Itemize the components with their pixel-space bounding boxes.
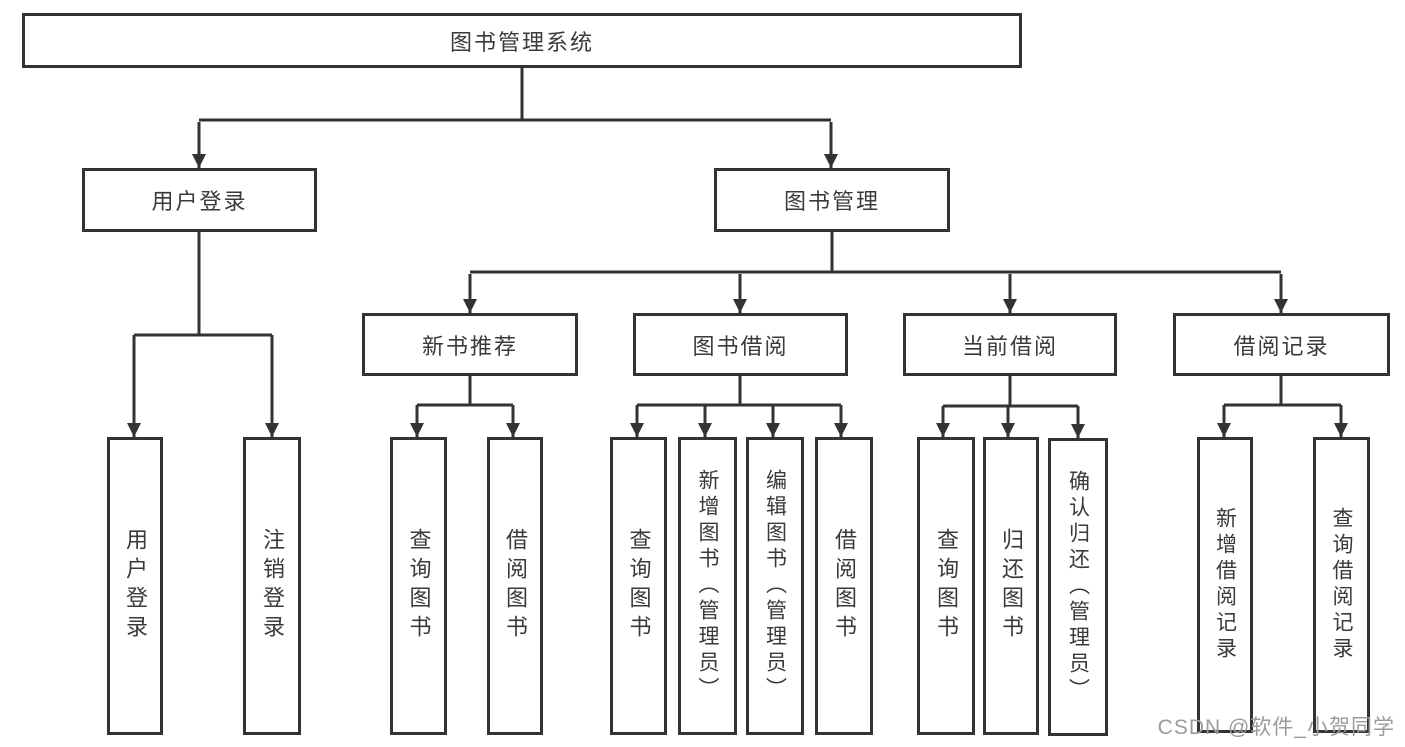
node-current-borrow: 当前借阅: [903, 313, 1117, 376]
leaf-query-books-cb: 查询图书: [917, 437, 975, 735]
leaf-logout: 注销登录: [243, 437, 301, 735]
node-new-book-recommend: 新书推荐: [362, 313, 578, 376]
node-root-library-system: 图书管理系统: [22, 13, 1022, 68]
node-book-management: 图书管理: [714, 168, 950, 232]
leaf-return-books: 归还图书: [983, 437, 1039, 735]
node-borrow-records: 借阅记录: [1173, 313, 1390, 376]
node-user-login: 用户登录: [82, 168, 317, 232]
leaf-user-login: 用户登录: [107, 437, 163, 735]
node-book-borrow: 图书借阅: [633, 313, 848, 376]
leaf-query-books-bb: 查询图书: [610, 437, 667, 735]
leaf-add-books-admin: 新增图书（管理员）: [678, 437, 737, 735]
leaf-edit-books-admin: 编辑图书（管理员）: [746, 437, 804, 735]
csdn-watermark: CSDN @软件_小贺同学: [1157, 716, 1395, 739]
leaf-add-borrow-record: 新增借阅记录: [1197, 437, 1253, 733]
leaf-confirm-return-admin: 确认归还（管理员）: [1048, 438, 1108, 736]
leaf-query-borrow-record: 查询借阅记录: [1313, 437, 1370, 733]
leaf-borrow-books-rec: 借阅图书: [487, 437, 543, 735]
leaf-borrow-books-bb: 借阅图书: [815, 437, 873, 735]
leaf-query-books-rec: 查询图书: [390, 437, 447, 735]
